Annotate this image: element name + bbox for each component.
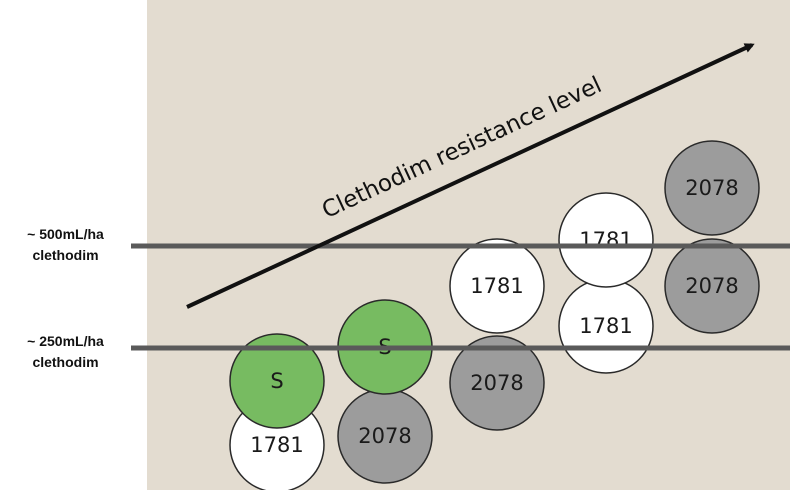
genotype-circle-shape: [664, 140, 760, 236]
genotype-circle-3-bottom: 2078: [449, 335, 545, 431]
genotype-circle-label: 1781: [579, 314, 632, 338]
dose-label-500: ~ 500mL/ha clethodim: [8, 224, 123, 266]
genotype-circle-shape: [558, 192, 654, 288]
dose-label-500-herbicide: clethodim: [32, 247, 99, 263]
genotype-circle-label: 2078: [358, 424, 411, 448]
genotype-circle-label: 1781: [470, 274, 523, 298]
genotype-circle-5-top: 2078: [664, 140, 760, 236]
genotype-circle-2-bottom: 2078: [337, 388, 433, 484]
genotype-circle-5-bottom: 2078: [664, 238, 760, 334]
genotype-circle-shape: [664, 238, 760, 334]
genotype-circle-3-top: 1781: [449, 238, 545, 334]
resistance-arrow: [186, 43, 755, 309]
genotype-circle-shape: [449, 238, 545, 334]
genotype-circle-label: S: [270, 369, 283, 393]
genotype-circle-4-bottom: 1781: [558, 278, 654, 374]
genotype-circle-shape: [229, 333, 325, 429]
genotype-circle-label: 2078: [470, 371, 523, 395]
genotype-circles: 1781S2078S207817811781178120782078: [229, 140, 760, 490]
dose-label-500-amount: ~ 500mL/ha: [27, 226, 104, 242]
genotype-circle-4-top: 1781: [558, 192, 654, 288]
dose-label-250-amount: ~ 250mL/ha: [27, 333, 104, 349]
genotype-circle-label: 2078: [685, 274, 738, 298]
genotype-circle-label: 1781: [250, 433, 303, 457]
genotype-circle-shape: [449, 335, 545, 431]
genotype-circle-label: 2078: [685, 176, 738, 200]
genotype-circle-1-top: S: [229, 333, 325, 429]
dose-label-250: ~ 250mL/ha clethodim: [8, 331, 123, 373]
axis-label: Clethodim resistance level: [318, 72, 606, 224]
dose-label-250-herbicide: clethodim: [32, 354, 99, 370]
